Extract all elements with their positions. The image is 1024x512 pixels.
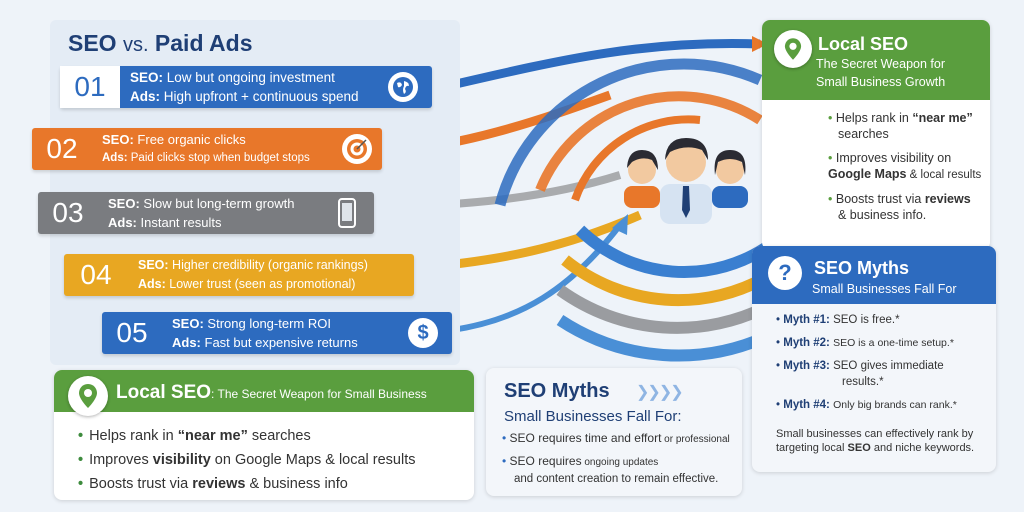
row-number: 01 (60, 66, 120, 108)
comparison-row-03: 03 SEO: Slow but long-term growth Ads: I… (38, 192, 374, 234)
chevrons-icon: ❯❯❯❯ (636, 384, 684, 401)
myths-heading: SEO Myths (814, 258, 910, 278)
myths-subheading: Small Businesses Fall For: (504, 408, 682, 425)
list-item: •Boosts trust via reviews & business inf… (78, 476, 348, 492)
page-title: SEO vs. Paid Ads (68, 30, 253, 56)
myth-item: • Myth #1: SEO is free.* (776, 314, 900, 326)
myth-item: • Myth #2: SEO is a one-time setup.* (776, 337, 954, 349)
globe-icon (388, 72, 418, 102)
connector-01 (428, 39, 761, 95)
row-number: 04 (80, 259, 112, 290)
arrow-head-01 (752, 36, 768, 52)
myths-note: Small businesses can effectively rank by… (776, 428, 975, 454)
comparison-row-01: 01 SEO: Low but ongoing investment Ads: … (60, 66, 432, 108)
row-number: 02 (46, 133, 78, 164)
map-pin-icon (774, 30, 812, 68)
local-seo-heading: Local SEO (818, 34, 909, 54)
local-seo-subheading: : The Secret Weapon for Small Business (211, 387, 427, 401)
myths-heading: SEO Myths (504, 380, 610, 402)
comparison-row-05: 05 SEO: Strong long-term ROI Ads: Fast b… (102, 312, 452, 354)
local-seo-sub1: The Secret Weapon for (816, 57, 946, 71)
local-seo-sub2: Small Business Growth (816, 75, 946, 89)
seo-myths-card-right: ? SEO Myths Small Businesses Fall For • … (752, 246, 996, 472)
myths-subheading: Small Businesses Fall For (812, 282, 957, 296)
people-icon (624, 138, 748, 224)
list-item: •Helps rank in “near me” searches (78, 428, 311, 444)
list-item: • SEO requires ongoing updates (502, 454, 659, 468)
row-number: 05 (116, 317, 148, 348)
smartphone-icon (332, 198, 362, 228)
list-item: • Helps rank in “near me”searches (828, 111, 973, 141)
target-icon (342, 134, 372, 164)
list-item: • Boosts trust via reviews& business inf… (828, 192, 971, 222)
row-number: 03 (52, 197, 84, 228)
local-seo-card-bottom: Local SEO: The Secret Weapon for Small B… (54, 370, 474, 500)
question-icon: ? (768, 256, 802, 290)
local-seo-card-right: Local SEO The Secret Weapon for Small Bu… (762, 20, 990, 250)
list-item-continued: and content creation to remain effective… (514, 473, 719, 485)
myth-item: • Myth #4: Only big brands can rank.* (776, 399, 957, 411)
comparison-row-04: 04 SEO: Higher credibility (organic rank… (64, 254, 414, 296)
map-pin-icon (68, 376, 108, 416)
list-item: • SEO requires time and effort or profes… (502, 431, 730, 445)
dollar-icon: $ (408, 318, 438, 348)
local-seo-heading: Local SEO (116, 382, 212, 403)
arrow-head-05 (612, 214, 628, 235)
list-item: •Improves visibility on Google Maps & lo… (78, 452, 416, 468)
seo-myths-card-bottom: SEO Myths ❯❯❯❯ Small Businesses Fall For… (486, 368, 742, 496)
comparison-row-02: 02 SEO: Free organic clicks Ads: Paid cl… (32, 128, 382, 170)
